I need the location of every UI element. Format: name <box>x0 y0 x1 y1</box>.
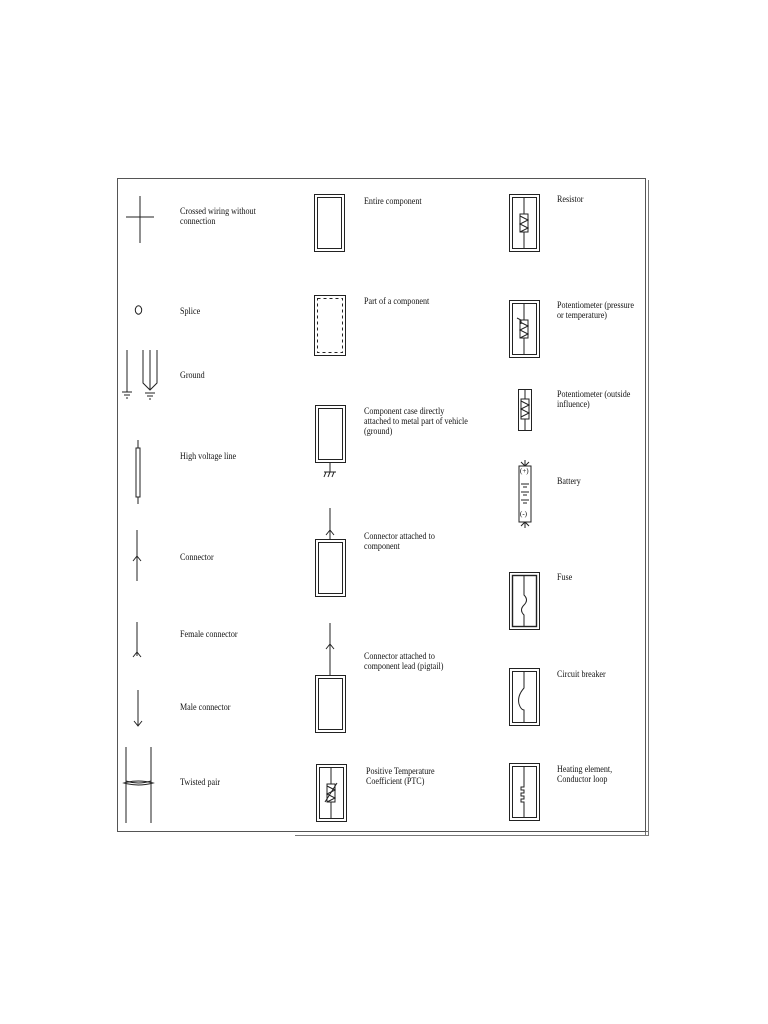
circuit-breaker-icon <box>509 668 541 728</box>
label-resistor: Resistor <box>557 195 584 205</box>
female-connector-icon <box>132 622 144 658</box>
legend-frame <box>117 178 646 832</box>
label-connector: Connector <box>180 553 214 563</box>
component-case-ground-icon <box>315 405 347 481</box>
potentiometer-pressure-icon <box>509 300 541 360</box>
label-component-case-ground: Component case directly attached to meta… <box>364 407 468 437</box>
connector-attached-lead-icon <box>315 623 347 735</box>
potentiometer-outside-icon <box>518 389 534 433</box>
ground-icon <box>120 350 168 402</box>
label-female-connector: Female connector <box>180 630 238 640</box>
label-splice: Splice <box>180 307 201 317</box>
splice-icon <box>134 304 144 316</box>
label-connector-attached-component: Connector attached to component <box>364 532 435 552</box>
heating-element-icon <box>509 763 541 823</box>
label-battery: Battery <box>557 477 581 487</box>
battery-minus-label: (-) <box>520 510 527 518</box>
label-circuit-breaker: Circuit breaker <box>557 670 606 680</box>
label-part-of-component: Part of a component <box>364 297 430 307</box>
male-connector-icon <box>133 690 145 728</box>
label-crossed-wiring: Crossed wiring without connection <box>180 207 256 227</box>
connector-attached-component-icon <box>315 508 347 598</box>
crossed-wiring-icon <box>124 196 156 246</box>
label-entire-component: Entire component <box>364 197 422 207</box>
label-heating-element: Heating element, Conductor loop <box>557 765 613 785</box>
label-potentiometer-pressure: Potentiometer (pressure or temperature) <box>557 301 634 321</box>
battery-plus-label: (+) <box>520 467 529 475</box>
entire-component-icon <box>314 194 346 252</box>
part-of-component-icon <box>314 295 347 357</box>
label-connector-attached-lead: Connector attached to component lead (pi… <box>364 652 444 672</box>
label-twisted-pair: Twisted pair <box>180 778 221 788</box>
battery-icon: (+) (-) <box>516 460 536 530</box>
label-male-connector: Male connector <box>180 703 231 713</box>
label-high-voltage-line: High voltage line <box>180 452 237 462</box>
label-fuse: Fuse <box>557 573 573 583</box>
label-ground: Ground <box>180 371 205 381</box>
twisted-pair-icon <box>122 747 156 825</box>
label-potentiometer-outside: Potentiometer (outside influence) <box>557 390 631 410</box>
ptc-icon <box>316 764 348 824</box>
high-voltage-line-icon <box>134 440 144 506</box>
fuse-icon <box>509 572 541 632</box>
resistor-icon <box>509 194 541 254</box>
label-ptc: Positive Temperature Coefficient (PTC) <box>366 767 435 787</box>
connector-icon <box>132 530 144 582</box>
